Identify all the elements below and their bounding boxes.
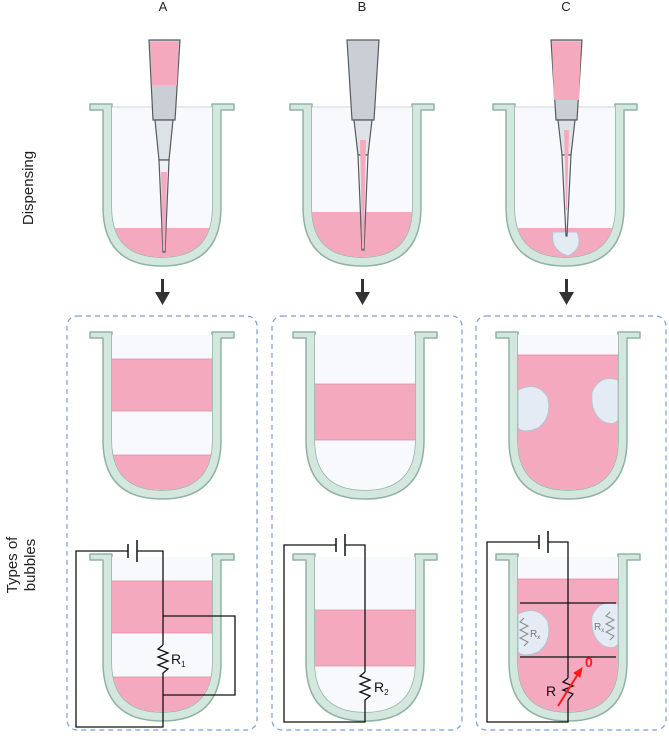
row-label-bubbles: bubbles [22, 539, 39, 592]
resistor-r2 [358, 671, 372, 712]
resistor-label-rx-left: Rx [530, 629, 540, 641]
row-label-dispensing: Dispensing [20, 151, 37, 225]
down-arrow-b [355, 279, 370, 305]
pipette-tip-c [550, 39, 583, 237]
air-bubble [552, 231, 580, 257]
resistor-label-rx-right: Rx [594, 622, 604, 634]
liquid-layer [112, 580, 212, 634]
bubble-cup-c [495, 331, 641, 500]
pipette-tip-b [346, 39, 380, 251]
resistor-label-r2: R2 [374, 679, 389, 697]
circuit-wires-b [283, 544, 366, 723]
resistor-label-r1: R1 [171, 651, 186, 669]
variable-resistor-label: R [546, 683, 556, 699]
battery-c [538, 531, 549, 553]
wall-bubble-right [591, 602, 618, 649]
column-label-b: B [358, 0, 367, 14]
column-label-c: C [561, 0, 570, 14]
group-box-c [475, 315, 667, 731]
circuit-cup-a [89, 553, 235, 722]
battery-a [127, 540, 138, 562]
circuit-cup-c [495, 553, 641, 722]
variable-resistor [561, 677, 575, 701]
variable-resistor-arrow [557, 666, 583, 707]
down-arrow-c [559, 279, 574, 305]
wall-bubble-left [518, 385, 550, 432]
zero-label: 0 [585, 654, 593, 670]
battery-b [335, 534, 346, 556]
liquid-layer [112, 358, 212, 412]
down-arrow-a [155, 279, 170, 305]
resistor-r1 [156, 644, 170, 695]
liquid-layer [315, 383, 415, 441]
group-box-b [271, 315, 463, 731]
row-label-types-of: Types of [4, 536, 21, 594]
wall-bubble-right [591, 378, 618, 425]
circuit-wires-a [75, 550, 236, 728]
circuit-wires-c [486, 541, 616, 723]
resistor-rx-right [604, 611, 616, 641]
bubble-cup-b [292, 331, 438, 500]
column-label-a: A [159, 0, 168, 14]
bubble-cup-a [89, 331, 235, 500]
resistor-rx-left [518, 617, 530, 647]
pipette-tip-a [148, 39, 181, 253]
group-box-a [66, 315, 258, 731]
